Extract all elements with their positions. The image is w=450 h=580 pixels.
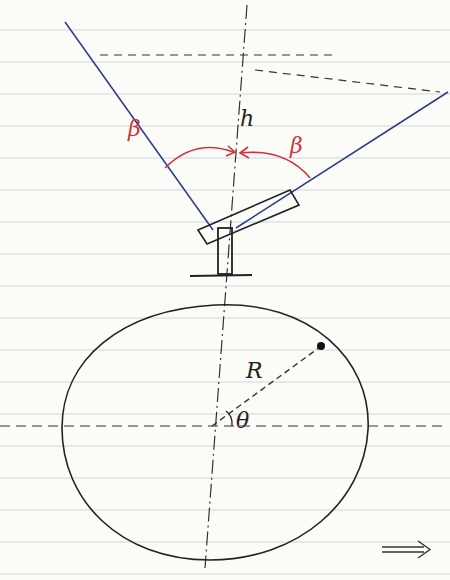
radius-line — [212, 347, 320, 426]
angle-label: θ — [236, 410, 249, 432]
light-ray — [236, 92, 448, 228]
angle-label: β — [128, 118, 141, 140]
radius-label: R — [246, 360, 263, 382]
axis-line — [205, 5, 247, 568]
arrowhead — [240, 147, 249, 158]
motion-arrow — [382, 541, 430, 558]
height-label: h — [240, 108, 254, 130]
dashed-line — [100, 54, 335, 55]
mirror — [198, 190, 299, 244]
disc — [62, 305, 368, 560]
angle-arc — [226, 411, 232, 426]
angle-label: β — [290, 135, 303, 157]
arrowhead — [226, 146, 235, 156]
point — [317, 342, 325, 350]
dashed-line — [0, 425, 445, 426]
dashed-line — [255, 70, 440, 92]
post — [218, 228, 232, 274]
light-ray — [65, 22, 213, 230]
base — [190, 275, 252, 276]
angle-arc — [165, 148, 233, 168]
